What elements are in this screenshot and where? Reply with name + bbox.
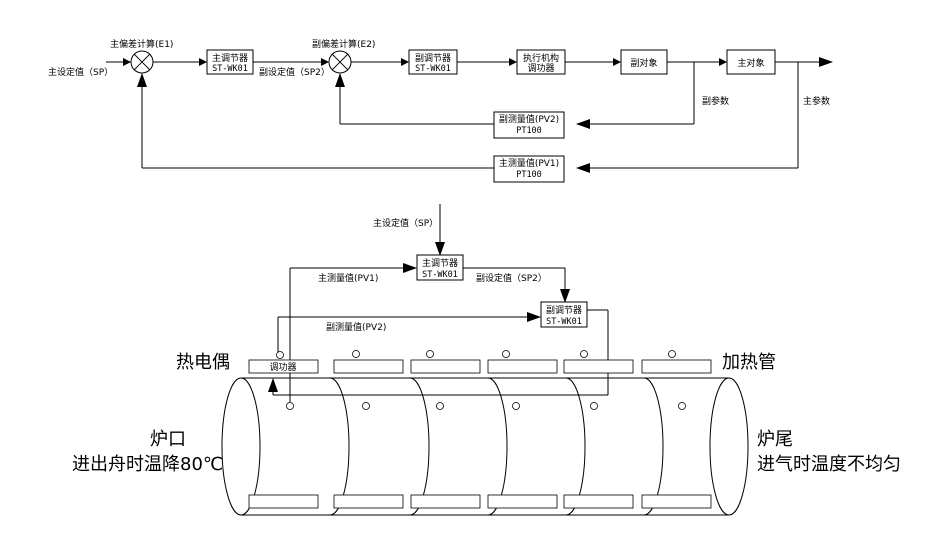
furnace-sub-controller: 副调节器 ST-WK01 [540, 301, 588, 328]
main-object-block: 主对象 [726, 49, 776, 75]
furnace-diagram: 主设定值（SP） 主调节器 ST-WK01 主测量值(PV1) 副设定值（SP2… [72, 204, 901, 516]
sensor-point [426, 350, 434, 358]
sub-object-block: 副对象 [620, 49, 668, 75]
sub-controller-block: 副调节器 ST-WK01 [408, 49, 458, 75]
sub-controller-model: ST-WK01 [415, 64, 451, 74]
furnace-main-controller-name: 主调节器 [422, 257, 458, 269]
main-controller-name: 主调节器 [212, 52, 248, 64]
furnace-mouth-label: 炉口 [150, 429, 186, 450]
furnace-mouth-end [221, 377, 261, 516]
main-controller-model: ST-WK01 [212, 64, 248, 74]
furnace-sub-controller-name: 副调节器 [546, 305, 582, 316]
heater-strip [487, 359, 558, 374]
furnace-mouth-note: 进出舟时温降80℃ [72, 454, 223, 475]
actuator-type: 调功器 [527, 63, 554, 74]
main-measure-block: 主测量值(PV1) PT100 [493, 155, 565, 183]
sub-object-label: 副对象 [630, 57, 657, 69]
sensor-point [678, 402, 686, 410]
heater-strip [641, 359, 712, 374]
main-error-label: 主偏差计算(E1) [110, 38, 173, 50]
heater-strip [333, 359, 404, 374]
sensor-point [502, 350, 510, 358]
zone-divider [565, 377, 586, 516]
heater-strip [410, 359, 481, 374]
heater-strip [563, 359, 634, 374]
heater-strip [641, 494, 712, 509]
sensor-point [276, 351, 284, 359]
actuator-block: 执行机构 调功器 [516, 49, 566, 75]
summing-junction-e1 [130, 50, 154, 74]
sub-setpoint-label: 副设定值（SP2） [259, 66, 330, 78]
sensor-row-main [286, 402, 686, 410]
furnace-main-controller: 主调节器 ST-WK01 [416, 254, 464, 281]
zone-divider [409, 377, 430, 516]
heater-strip [487, 494, 558, 509]
heater-strip [333, 494, 404, 509]
furnace-sub-controller-model: ST-WK01 [546, 317, 582, 327]
heater-row-bottom [248, 494, 712, 509]
heater-label: 加热管 [722, 352, 776, 373]
sub-measure-sensor: PT100 [516, 126, 542, 136]
sensor-point [362, 402, 370, 410]
furnace-tail-note: 进气时温度不均匀 [757, 454, 901, 475]
power-regulator-label: 调功器 [269, 362, 296, 373]
heater-strip [563, 494, 634, 509]
furnace-main-controller-model: ST-WK01 [422, 270, 458, 280]
main-setpoint-label: 主设定值（SP） [48, 66, 113, 78]
main-param-label: 主参数 [803, 95, 830, 107]
zone-divider [487, 377, 508, 516]
actuator-name: 执行机构 [523, 52, 559, 64]
heater-strip [410, 494, 481, 509]
zone-divider [329, 377, 350, 516]
sub-error-label: 副偏差计算(E2) [312, 38, 375, 50]
sensor-point [512, 402, 520, 410]
sensor-point [352, 350, 360, 358]
main-object-label: 主对象 [737, 57, 764, 69]
furnace-main-setpoint-label: 主设定值（SP） [373, 217, 438, 229]
sub-controller-name: 副调节器 [415, 53, 451, 64]
furnace-tail-end [728, 377, 749, 516]
heater-strip [248, 494, 319, 509]
heater-row-top [248, 359, 712, 374]
sensor-point [668, 350, 676, 358]
main-controller-block: 主调节器 ST-WK01 [206, 49, 254, 75]
sub-measure-name: 副测量值(PV2) [499, 113, 559, 125]
sensor-point [286, 402, 294, 410]
furnace-sub-setpoint-label: 副设定值（SP2） [476, 272, 547, 284]
main-measure-name: 主测量值(PV1) [499, 157, 559, 169]
sub-param-label: 副参数 [702, 95, 729, 107]
furnace-tail-label: 炉尾 [757, 429, 793, 450]
furnace-main-measure-label: 主测量值(PV1) [318, 272, 378, 284]
heater-strip [248, 359, 319, 374]
main-measure-sensor: PT100 [516, 170, 542, 180]
sub-measure-block: 副测量值(PV2) PT100 [493, 111, 565, 139]
zone-divider [643, 377, 664, 516]
sensor-point [580, 350, 588, 358]
thermocouple-label: 热电偶 [176, 352, 230, 373]
sensor-row-sub [276, 350, 676, 359]
sensor-point [436, 402, 444, 410]
summing-junction-e2 [328, 50, 352, 74]
block-diagram: 主设定值（SP） 主偏差计算(E1) 主调节器 ST-WK01 副设定值（SP2… [48, 38, 833, 183]
furnace-sub-measure-label: 副测量值(PV2) [326, 321, 386, 333]
sensor-point [590, 402, 598, 410]
